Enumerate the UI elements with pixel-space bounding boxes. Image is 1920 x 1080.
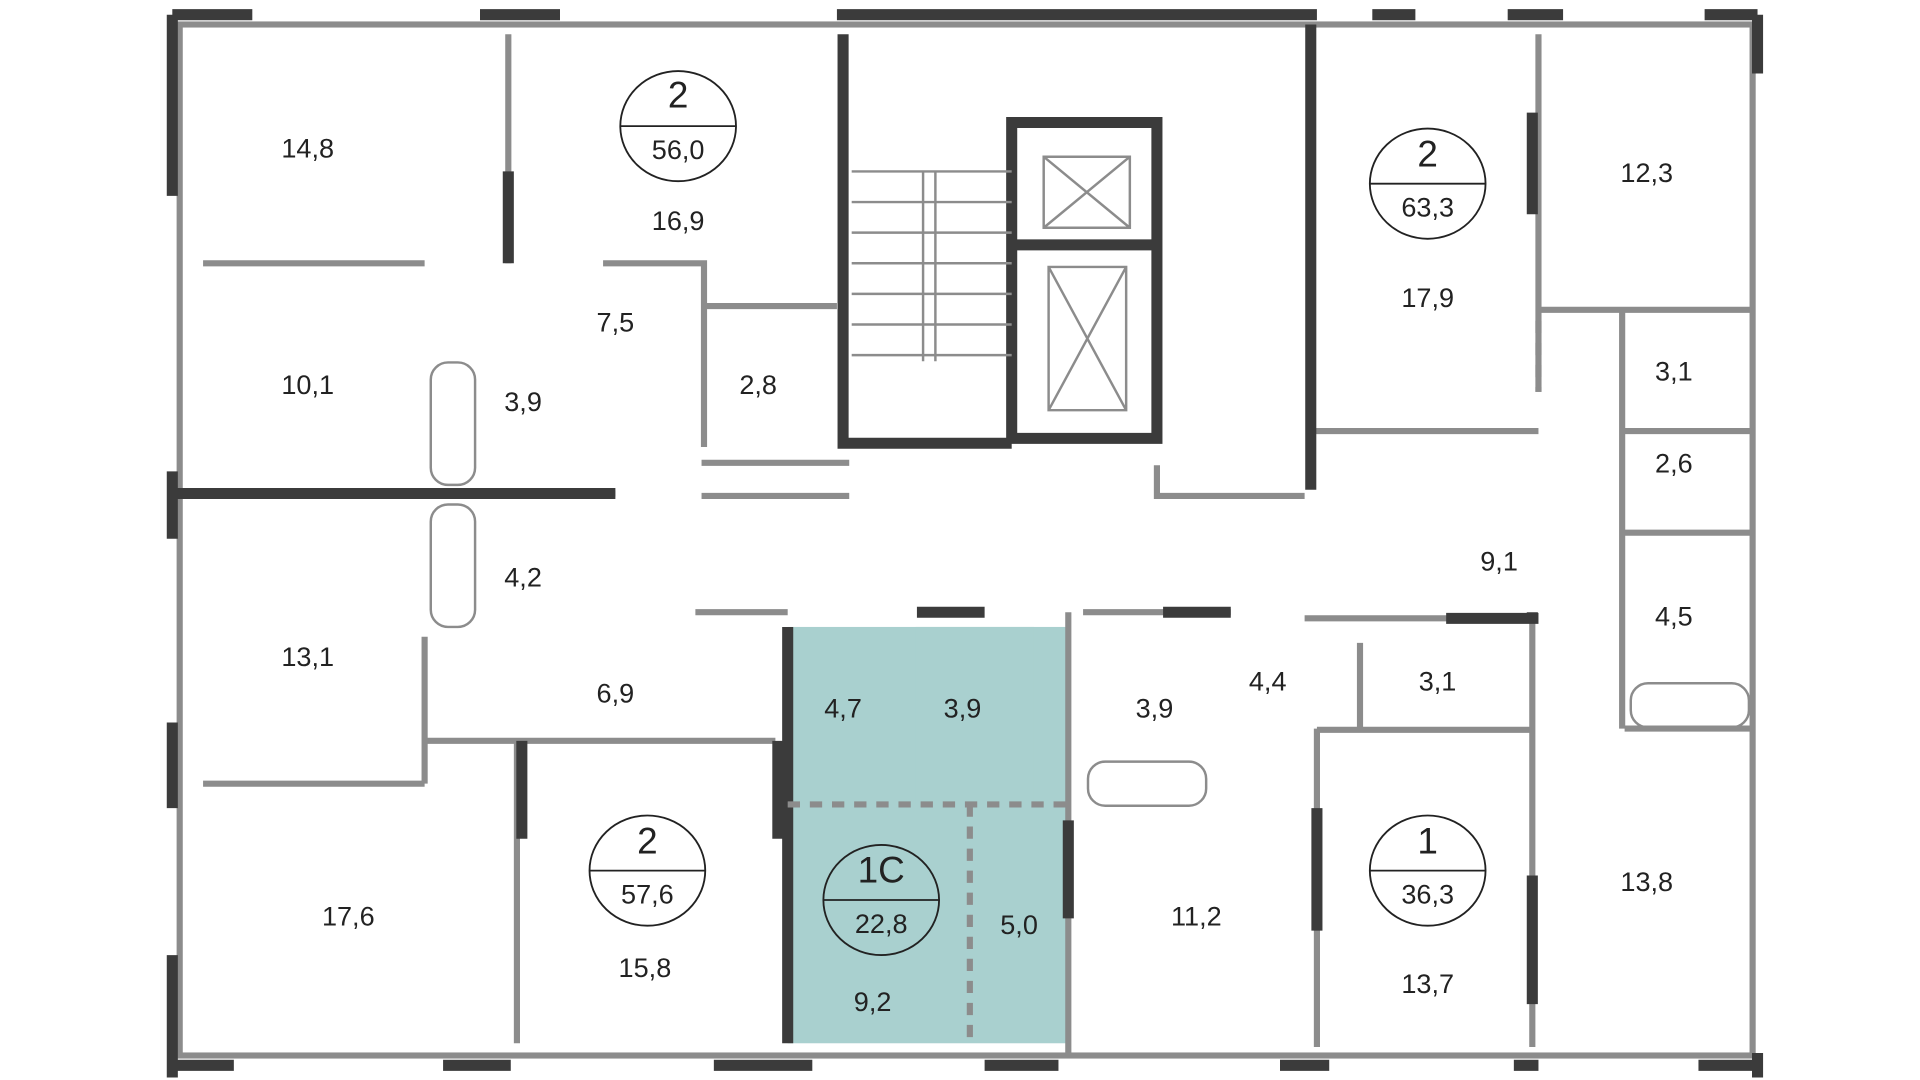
room-area: 10,1 — [281, 370, 334, 400]
apartment-badges: 2 56,0 2 63,3 2 57,6 1С 22,8 1 36,3 — [588, 70, 1487, 957]
room-area: 4,7 — [824, 693, 862, 723]
room-area: 2,8 — [739, 370, 777, 400]
room-area: 9,2 — [854, 987, 892, 1017]
apartment-area: 22,8 — [855, 909, 908, 939]
apartment-rooms: 2 — [668, 75, 689, 116]
room-area: 17,6 — [322, 902, 375, 932]
room-area: 3,1 — [1655, 357, 1693, 387]
apartment-rooms: 1 — [1417, 820, 1438, 861]
room-area: 13,8 — [1620, 867, 1673, 897]
room-area: 2,6 — [1655, 448, 1693, 478]
room-area: 4,2 — [504, 562, 542, 592]
apartment-rooms: 2 — [637, 820, 658, 861]
room-area: 6,9 — [597, 679, 635, 709]
room-area: 4,4 — [1249, 666, 1287, 696]
room-area: 14,8 — [281, 134, 334, 164]
room-area: 13,7 — [1401, 969, 1454, 999]
outer-walls — [166, 9, 1764, 1078]
room-area: 9,1 — [1480, 546, 1518, 576]
apartment-area: 63,3 — [1401, 193, 1454, 223]
apartment-badge-highlighted[interactable]: 1С 22,8 — [822, 843, 940, 957]
apartment-badge[interactable]: 2 56,0 — [619, 70, 737, 183]
apartment-area: 36,3 — [1401, 879, 1454, 909]
room-area: 7,5 — [597, 308, 635, 338]
apartment-area: 57,6 — [621, 879, 674, 909]
room-area: 4,5 — [1655, 602, 1693, 632]
room-area: 5,0 — [1000, 910, 1038, 940]
room-area: 12,3 — [1620, 158, 1673, 188]
room-area: 3,9 — [944, 693, 982, 723]
room-area: 3,9 — [504, 387, 542, 417]
apartment-badge[interactable]: 2 57,6 — [588, 814, 707, 927]
room-area: 13,1 — [281, 642, 334, 672]
room-area: 16,9 — [652, 206, 705, 236]
apartment-badge[interactable]: 2 63,3 — [1368, 127, 1487, 240]
room-area: 3,1 — [1419, 666, 1457, 696]
room-area: 11,2 — [1171, 902, 1222, 932]
apartment-rooms: 2 — [1417, 134, 1438, 175]
apartment-rooms: 1С — [858, 850, 905, 891]
interior-walls — [172, 24, 1754, 1054]
room-labels: 14,8 16,9 7,5 10,1 3,9 2,8 4,2 13,1 6,9 … — [281, 134, 1692, 1017]
room-area: 3,9 — [1136, 693, 1174, 723]
room-area: 15,8 — [619, 953, 672, 983]
room-area: 17,9 — [1401, 283, 1454, 313]
apartment-area: 56,0 — [652, 135, 705, 165]
apartment-badge[interactable]: 1 36,3 — [1368, 814, 1487, 927]
